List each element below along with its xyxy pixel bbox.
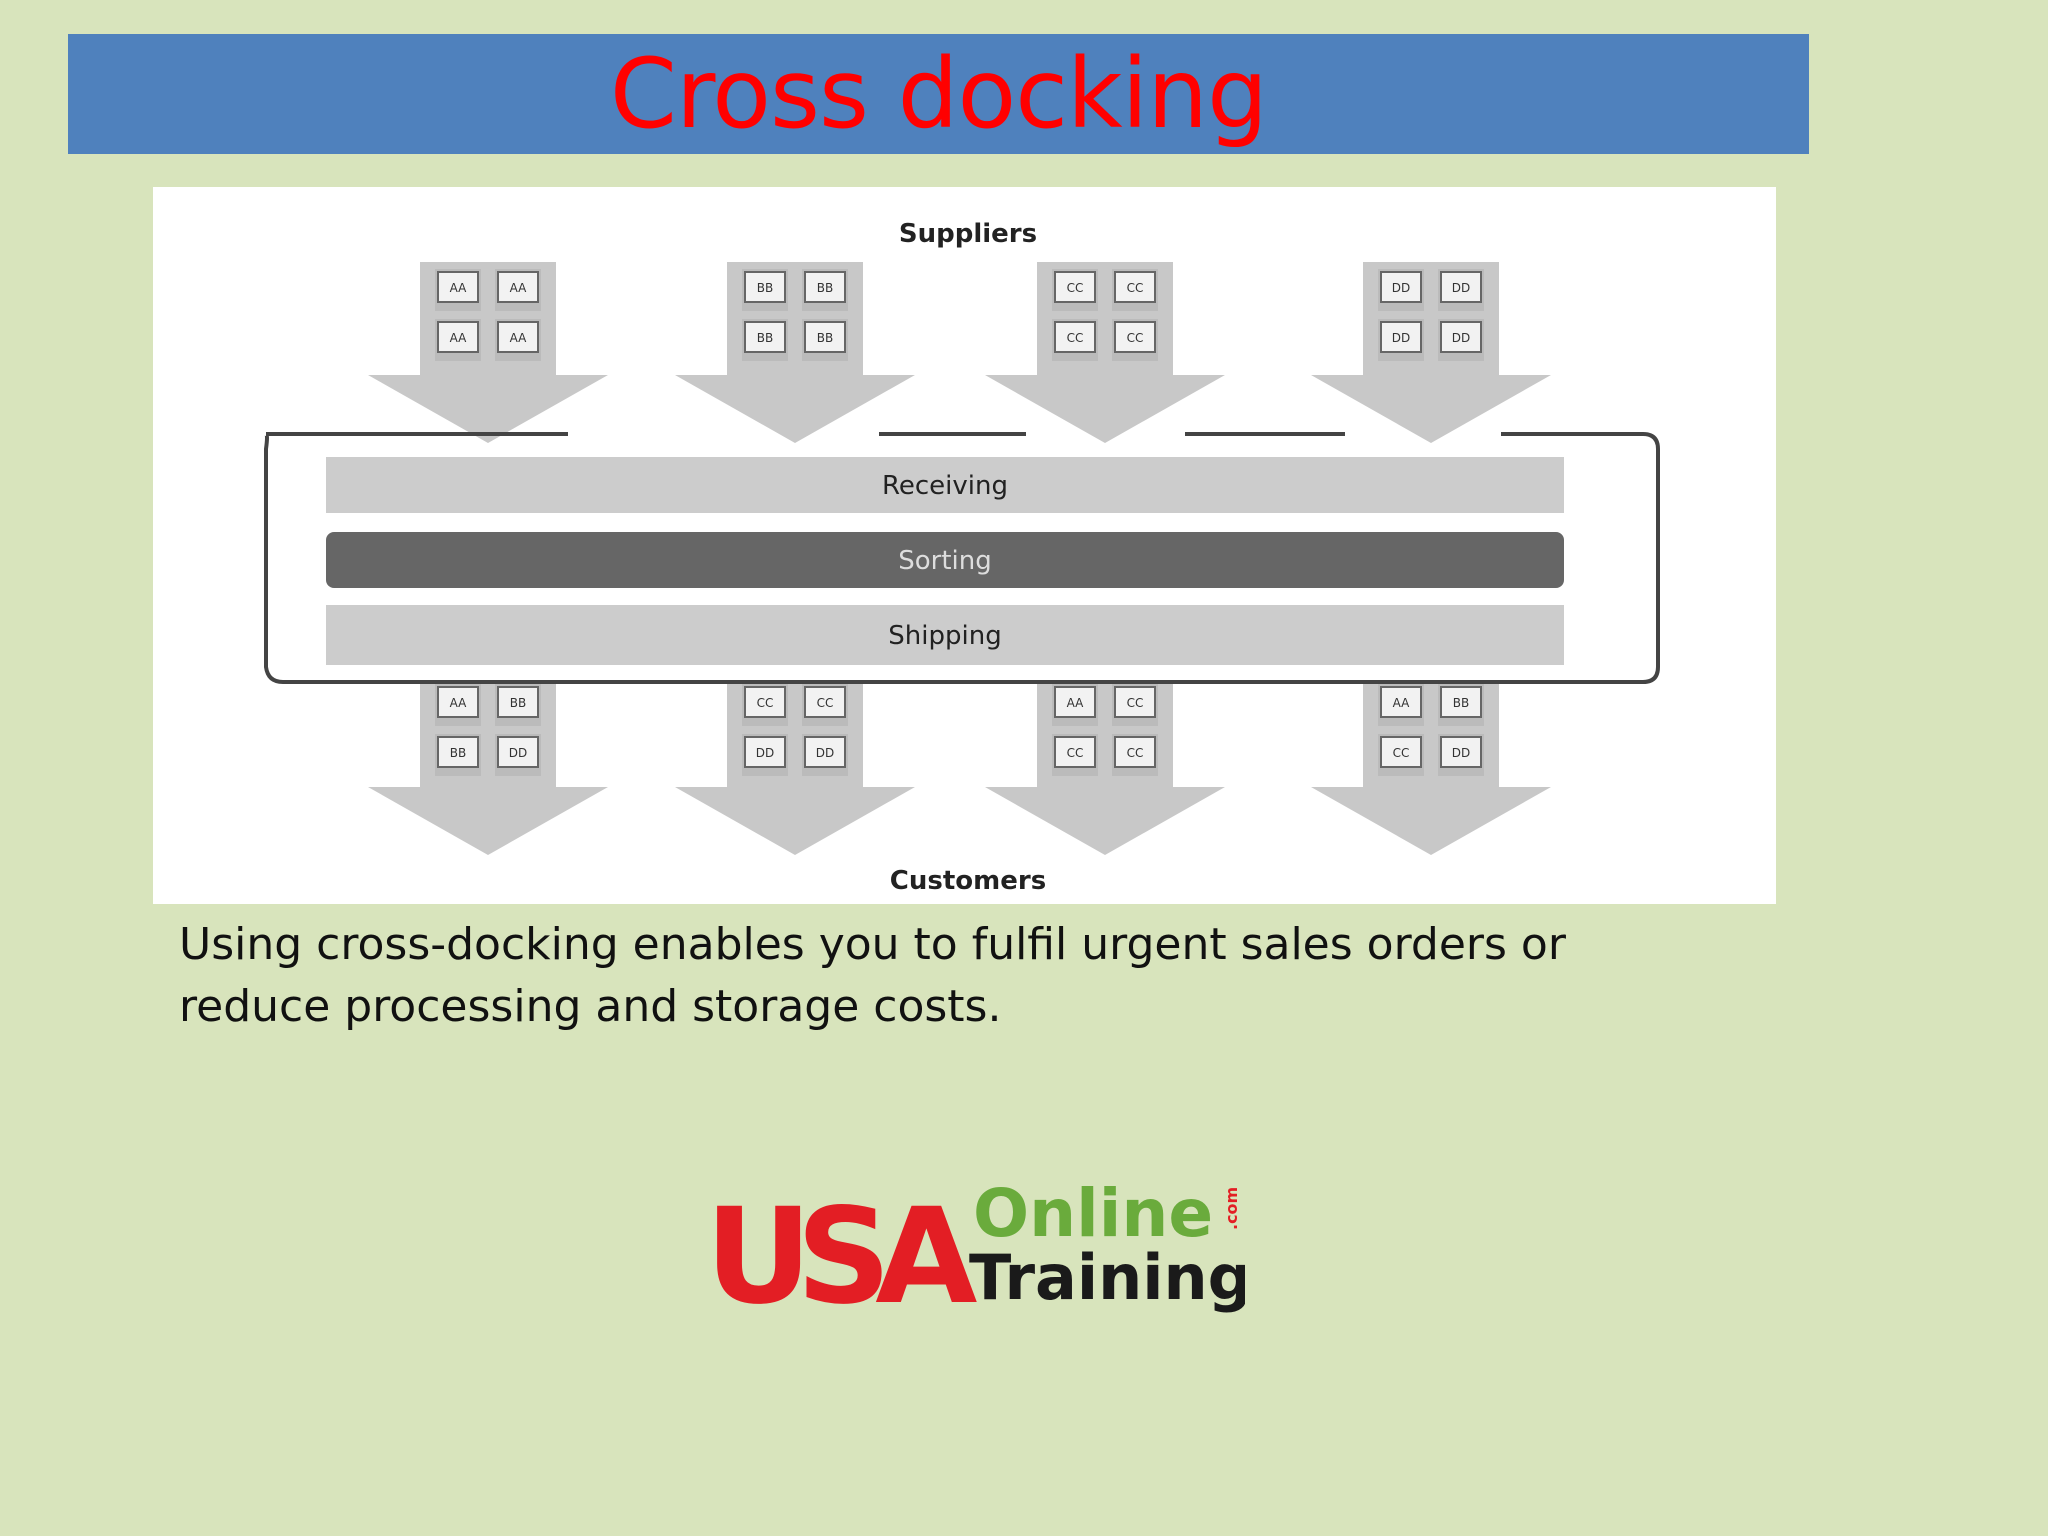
outbound-pallet-label: DD [816,746,834,760]
inbound-pallet-box [1380,321,1422,353]
outbound-pallet-label: DD [756,746,774,760]
title-bar: Cross docking [68,34,1809,154]
outbound-pallet-box [1380,736,1422,768]
outbound-pallet-box [437,686,479,718]
stage-label-sorting: Sorting [898,546,992,576]
outbound-arrow-1 [368,682,608,855]
outbound-pallet-label: AA [450,696,468,710]
suppliers-label: Suppliers [899,219,1037,249]
outbound-pallet-label: AA [1393,696,1411,710]
outbound-pallet-box [744,686,786,718]
inbound-pallet-label: DD [1452,331,1470,345]
inbound-pallet-box [744,321,786,353]
inbound-pallet-box [1380,271,1422,303]
outbound-arrow-4 [1311,682,1551,855]
outbound-pallet-label: CC [817,696,834,710]
logo-usa-text: USA [705,1180,977,1316]
outbound-pallet-box [1440,686,1482,718]
inbound-arrow-2 [675,262,915,443]
inbound-pallet-box [497,271,539,303]
outbound-pallet-label: CC [1127,696,1144,710]
inbound-pallet-box [1440,321,1482,353]
slide-caption: Using cross-docking enables you to fulfi… [179,919,1566,1032]
logo-training-text: Training [969,1241,1245,1314]
inbound-pallet-label: BB [757,331,773,345]
outbound-arrow-3 [985,682,1225,855]
stage-bar-shipping [326,605,1564,665]
inbound-pallets: AA AA AA AA BB BB BB BB CC CC CC CC DD DD DD DD [435,269,1484,361]
inbound-arrow-1 [368,262,608,443]
outbound-pallet-box [497,736,539,768]
usa-online-training-logo: USA Online .com Training [705,1175,1252,1334]
slide-title: Cross docking [609,38,1268,150]
outbound-pallet-box [804,686,846,718]
customers-label: Customers [890,866,1046,896]
outbound-pallet-box [1380,686,1422,718]
outbound-pallet-box [1440,736,1482,768]
outbound-pallet-box [1054,736,1096,768]
logo-svg: USA Online .com Training [705,1175,1252,1334]
inbound-pallet-box [1054,321,1096,353]
logo-online-text: Online [973,1176,1213,1252]
inbound-pallet-box [804,321,846,353]
inbound-pallet-label: AA [510,281,528,295]
outbound-pallet-label: CC [1067,746,1084,760]
stage-label-shipping: Shipping [888,621,1001,651]
inbound-pallet-box [497,321,539,353]
outbound-pallets: AA BB BB DD CC CC DD DD AA CC CC CC AA BB CC DD [435,684,1484,776]
inbound-arrows [368,262,1551,443]
inbound-pallet-label: DD [1392,281,1410,295]
inbound-pallet-label: AA [510,331,528,345]
outbound-pallet-box [804,736,846,768]
outbound-pallet-box [1114,686,1156,718]
outbound-pallet-box [744,736,786,768]
stage-bar-receiving [326,457,1564,513]
outbound-pallet-label: CC [1127,746,1144,760]
inbound-pallet-label: BB [757,281,773,295]
dock-frame [264,432,1660,684]
inbound-pallet-label: AA [450,331,468,345]
inbound-arrow-3 [985,262,1225,443]
inbound-pallet-label: DD [1452,281,1470,295]
stage-bar-sorting [326,532,1564,588]
inbound-pallet-box [1114,321,1156,353]
inbound-pallet-box [1054,271,1096,303]
stage-label-receiving: Receiving [882,471,1008,501]
inbound-pallet-box [437,321,479,353]
inbound-pallet-box [437,271,479,303]
logo-dotcom-text: .com [1222,1187,1241,1230]
outbound-pallet-label: CC [757,696,774,710]
outbound-pallet-label: BB [450,746,466,760]
inbound-pallet-label: BB [817,281,833,295]
inbound-pallet-box [1114,271,1156,303]
inbound-pallet-label: BB [817,331,833,345]
inbound-pallet-box [744,271,786,303]
inbound-pallet-label: CC [1067,331,1084,345]
inbound-pallet-label: AA [450,281,468,295]
inbound-pallet-label: CC [1127,331,1144,345]
inbound-pallet-box [804,271,846,303]
outbound-pallet-label: CC [1393,746,1410,760]
outbound-pallet-box [497,686,539,718]
outbound-pallet-box [1114,736,1156,768]
outbound-pallet-label: DD [509,746,527,760]
outbound-pallet-box [437,736,479,768]
outbound-arrow-2 [675,682,915,855]
outbound-arrows [368,682,1551,855]
outbound-pallet-label: BB [1453,696,1469,710]
outbound-pallet-box [1054,686,1096,718]
inbound-arrow-4 [1311,262,1551,443]
inbound-pallet-label: DD [1392,331,1410,345]
inbound-pallet-box [1440,271,1482,303]
outbound-pallet-label: DD [1452,746,1470,760]
outbound-pallet-label: BB [510,696,526,710]
outbound-pallet-label: AA [1067,696,1085,710]
inbound-pallet-label: CC [1067,281,1084,295]
inbound-pallet-label: CC [1127,281,1144,295]
